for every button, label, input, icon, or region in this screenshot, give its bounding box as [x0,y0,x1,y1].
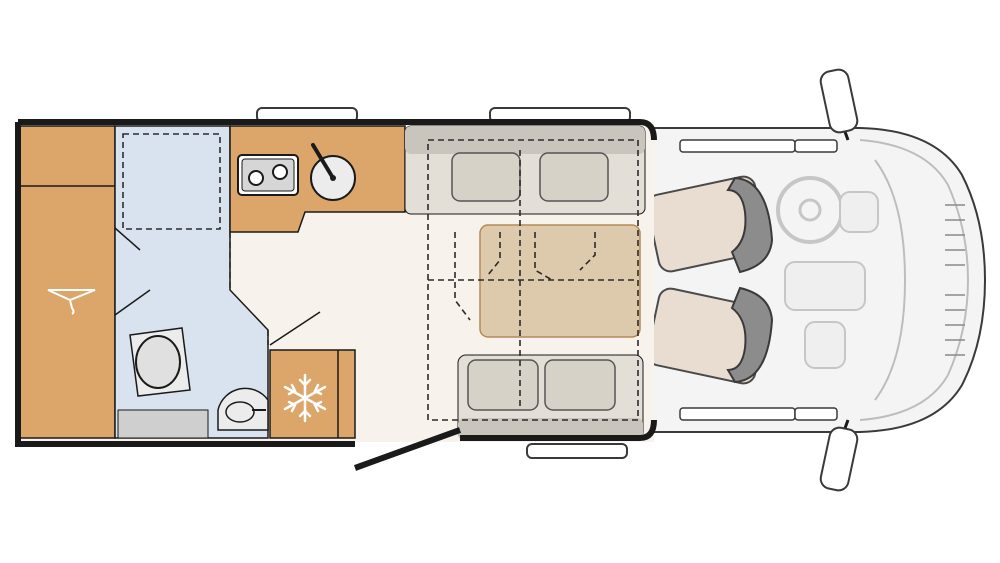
dinette-lounge [404,125,646,441]
vehicle-cab [646,68,987,492]
cushion-1 [451,152,521,202]
outer-wall [15,119,657,447]
entry-door [353,427,462,471]
bed-extension [479,224,641,338]
passenger-seat [646,286,774,385]
driver-seat [646,175,774,274]
hanger-icon [47,289,96,315]
dash-pad [839,191,879,233]
mirror-left-icon [819,68,859,141]
cushion-3 [467,359,539,411]
grille [945,204,965,356]
toilet-icon [129,327,191,397]
bathroom-sink-icon [217,387,269,431]
cushion-2 [539,152,609,202]
mirror-right-icon [819,419,859,492]
wardrobe [17,125,116,439]
cushion-4 [544,359,616,411]
snowflake-icon [283,373,327,423]
shower-tray [122,133,221,230]
cup-holder [804,321,846,369]
living-area [15,107,657,471]
stove-icon [237,154,299,196]
center-console [784,261,866,311]
sink-icon [310,143,356,201]
window-bottom [526,443,628,459]
